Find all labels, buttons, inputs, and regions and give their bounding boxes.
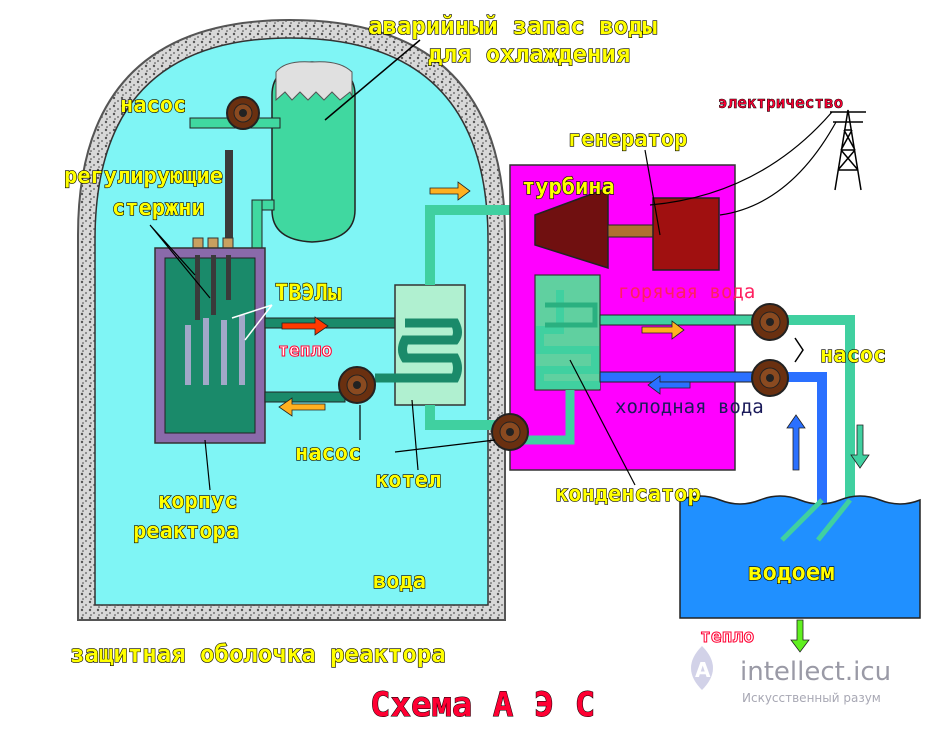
hot-water-out xyxy=(765,315,855,505)
pump-reactor-icon xyxy=(338,366,376,404)
boiler-coil xyxy=(375,318,462,383)
condensate-line xyxy=(425,405,495,430)
label-control-rods-2: стержни xyxy=(112,196,205,221)
fuel-pointer xyxy=(231,304,273,341)
generator xyxy=(652,197,720,271)
arrow-cold-left xyxy=(647,375,691,395)
pump-condensate-pointer xyxy=(394,439,496,453)
pump-hot-icon xyxy=(751,303,789,341)
tank-water-surface xyxy=(275,61,353,102)
label-containment: защитная оболочка реактора xyxy=(70,640,446,668)
fuel-rod-4 xyxy=(239,315,245,385)
control-rod-2 xyxy=(211,255,216,315)
label-hot-water: горячая вода xyxy=(618,281,755,303)
label-reactor-vessel-1: корпус xyxy=(158,489,237,514)
diagram-title: Схема А Э С xyxy=(370,685,595,725)
label-control-rods-1: регулирующие xyxy=(64,164,223,189)
condenser-coil xyxy=(536,290,600,389)
fuel-rod-1 xyxy=(185,325,191,385)
label-pump-top: насос xyxy=(120,93,186,118)
arrow-up-blue xyxy=(786,414,806,471)
intake-pipes xyxy=(780,498,852,542)
control-rod-drive xyxy=(225,150,233,245)
vessel-pointer xyxy=(204,439,211,491)
label-generator: генератор xyxy=(568,127,687,152)
control-rod-3 xyxy=(226,255,231,300)
arrow-down-green xyxy=(850,424,870,469)
label-heat-reactor: тепло xyxy=(278,340,332,361)
emergency-pointer xyxy=(324,39,421,121)
primary-cold-leg xyxy=(264,391,346,403)
condensate-return xyxy=(520,390,575,445)
turbine-shaft xyxy=(607,224,657,238)
hot-water-pipe xyxy=(599,314,766,326)
boiler-pointer xyxy=(411,399,419,471)
cold-water-pipe xyxy=(599,371,766,383)
label-fuel-elements: ТВЭЛы xyxy=(275,281,341,306)
svg-text:A: A xyxy=(695,658,711,682)
label-cold-water: холодная вода xyxy=(615,396,764,418)
fuel-rod-2 xyxy=(203,318,209,385)
reservoir xyxy=(679,495,921,619)
control-rod-1 xyxy=(195,255,200,320)
label-condenser: конденсатор xyxy=(555,482,701,507)
pump-cold-icon xyxy=(751,359,789,397)
arrow-hot-right xyxy=(641,320,685,340)
label-reservoir: водоем xyxy=(748,558,835,586)
power-tower-icon xyxy=(649,109,866,216)
label-emergency-water-1: аварийный запас воды xyxy=(368,12,658,40)
watermark-logo: A xyxy=(691,646,713,690)
generator-pointer xyxy=(644,149,661,236)
fuel-rod-3 xyxy=(221,320,227,385)
arrow-steam-right xyxy=(429,181,471,201)
rods-pointer xyxy=(149,224,211,299)
condenser-coil-2 xyxy=(545,302,598,328)
pump-right-pointer xyxy=(794,337,804,363)
tank-pipe-down xyxy=(251,199,263,256)
label-emergency-water-2: для охлаждения xyxy=(428,40,630,68)
label-reactor-vessel-2: реактора xyxy=(133,519,239,544)
pump-condensate-icon xyxy=(491,413,529,451)
label-water: вода xyxy=(373,569,426,594)
label-heat-out: тепло xyxy=(700,626,754,647)
label-pump-right: насос xyxy=(820,343,886,368)
pump-top-icon xyxy=(226,96,260,130)
arrow-heat-out xyxy=(790,619,810,653)
condenser-pointer xyxy=(569,359,636,486)
watermark-tagline: Искусственный разум xyxy=(742,691,881,705)
label-electricity: электричество xyxy=(718,93,843,112)
label-turbine: турбина xyxy=(522,175,615,200)
turbine xyxy=(534,186,609,270)
label-boiler: котел xyxy=(375,468,441,493)
label-pump-reactor: насос xyxy=(295,441,361,466)
arrow-heat-right xyxy=(281,316,329,336)
watermark-brand: intellect.icu xyxy=(740,657,891,687)
arrow-return-left xyxy=(278,397,326,417)
